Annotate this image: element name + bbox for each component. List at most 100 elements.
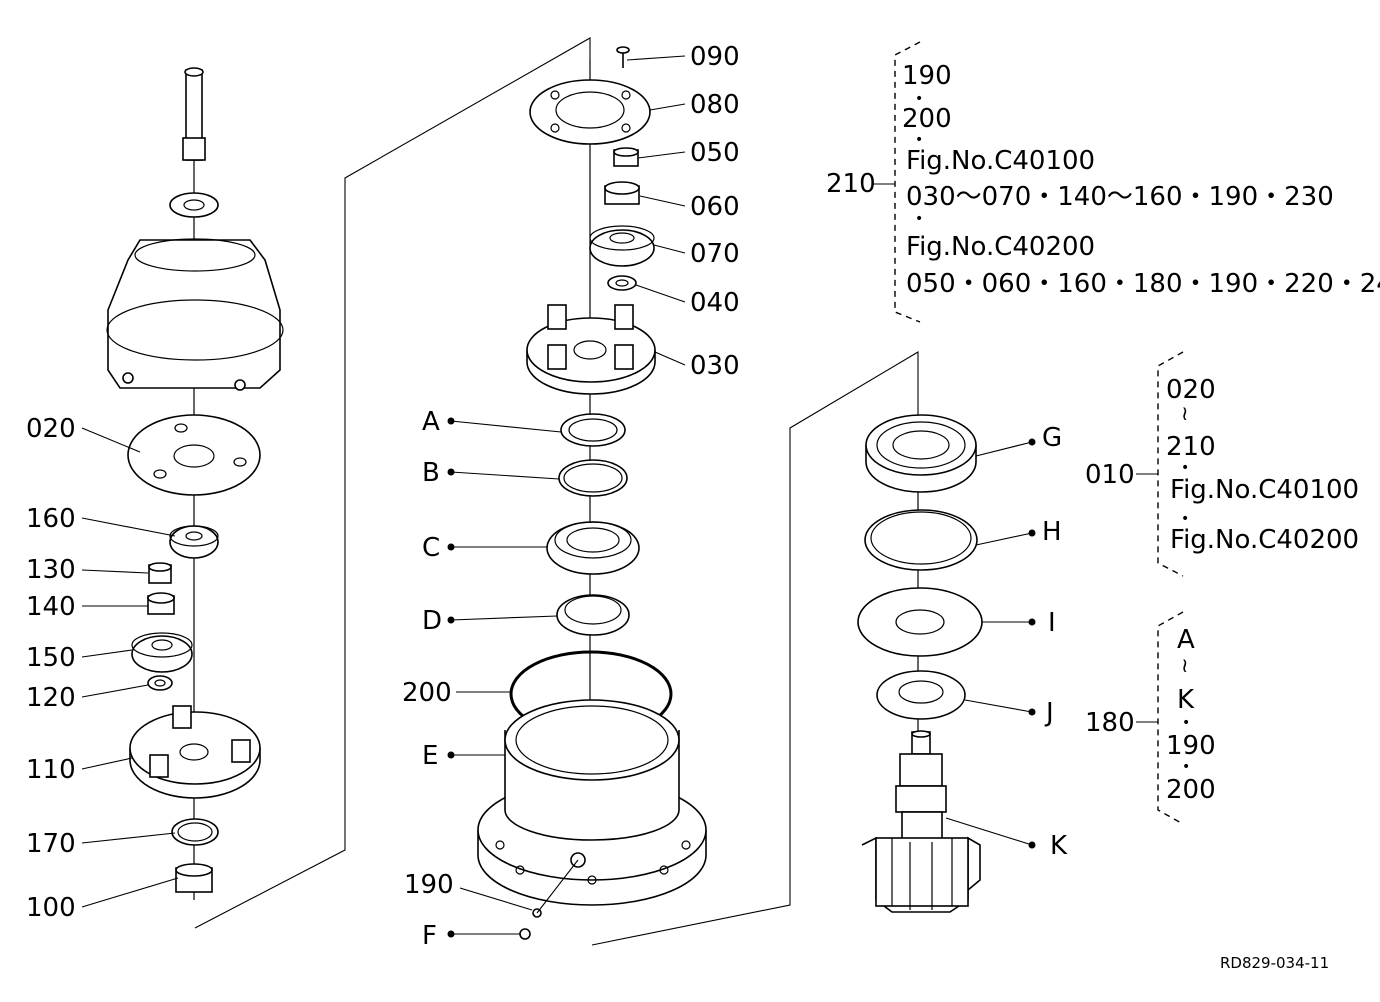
cover-hole	[550, 90, 560, 100]
left-assembly	[106, 67, 284, 900]
carrier-pin	[172, 705, 192, 729]
gear-070	[589, 229, 655, 267]
note-210-line-9: 050・060・160・180・190・220・240	[906, 269, 1380, 299]
label-g: G	[1042, 423, 1062, 453]
group-bracket-left	[194, 37, 591, 929]
gear-150-bore	[151, 639, 173, 651]
label-a: A	[422, 407, 440, 437]
label-080: 080	[690, 90, 740, 120]
note-180-line-6: •	[1182, 759, 1190, 775]
flange-hole	[587, 875, 597, 885]
note-010-line-7: Fig.No.C40200	[1170, 525, 1359, 555]
carrier-pin	[614, 304, 634, 330]
washer-j	[876, 670, 966, 720]
left-labels: 020 160 130 140 150 120 110 170 100	[26, 414, 179, 923]
note-210-line-4: •	[915, 132, 923, 148]
bearing-g-bore	[892, 430, 950, 460]
plate-hole	[174, 423, 188, 433]
note-180-label: 180	[1085, 708, 1135, 738]
right-assembly	[857, 414, 983, 913]
cover-hole	[550, 123, 560, 133]
washer-j-bore	[898, 680, 944, 704]
input-shaft-top	[184, 67, 204, 77]
carrier-pin	[231, 739, 251, 763]
label-140: 140	[26, 592, 76, 622]
motor-housing-flange	[106, 299, 284, 361]
bearing-g-race	[876, 421, 966, 469]
flange-hole	[515, 865, 525, 875]
note-180-line-1: A	[1177, 625, 1195, 655]
gear-160	[169, 525, 219, 559]
pinion-shaft-k-spline	[899, 753, 943, 787]
note-180-line-7: 200	[1166, 775, 1216, 805]
label-190: 190	[404, 870, 454, 900]
flange-hole	[659, 865, 669, 875]
label-i: I	[1048, 608, 1056, 638]
screw-090-head	[616, 46, 630, 54]
label-070: 070	[690, 239, 740, 269]
gear-150	[131, 635, 193, 673]
label-150: 150	[26, 643, 76, 673]
note-210-line-3: 200	[902, 104, 952, 134]
gear-070-top	[589, 225, 655, 251]
label-j: J	[1044, 698, 1054, 728]
ring-gear-housing-e-top	[504, 699, 680, 781]
label-030: 030	[690, 351, 740, 381]
washer-040	[607, 275, 637, 291]
plate-020	[127, 414, 261, 496]
note-180-line-4: •	[1182, 715, 1190, 731]
washer-120-bore	[154, 679, 166, 687]
gear-160-bore	[185, 531, 203, 541]
note-180-line-3: K	[1177, 685, 1195, 715]
label-120: 120	[26, 683, 76, 713]
flange-hole	[495, 840, 505, 850]
ring-b	[558, 459, 628, 497]
note-010-line-2: ≀	[1181, 401, 1189, 425]
note-010-line-6: •	[1181, 511, 1189, 527]
note-210-line-5: Fig.No.C40100	[906, 146, 1095, 176]
label-d: D	[422, 606, 442, 636]
label-h: H	[1042, 517, 1062, 547]
center-assembly	[477, 46, 707, 940]
pinion-shaft-k-end	[911, 730, 931, 738]
note-010-line-3: 210	[1166, 432, 1216, 462]
note-210-line-8: Fig.No.C40200	[906, 232, 1095, 262]
label-170: 170	[26, 829, 76, 859]
ring-b-inner	[563, 463, 623, 493]
center-labels: 090 080 050 060 070 040 030 A B C D 200 …	[402, 42, 740, 951]
right-labels: G H I J K	[945, 423, 1068, 861]
bushing-050-top	[613, 147, 639, 157]
snap-ring-170-inner	[177, 822, 213, 842]
coupling-100-top	[175, 863, 213, 877]
pinion-gear-k-teeth	[875, 837, 969, 907]
label-160: 160	[26, 504, 76, 534]
carrier-pin	[547, 344, 567, 370]
note-010: 010 020 ≀ 210 • Fig.No.C40100 • Fig.No.C…	[1085, 351, 1359, 577]
oil-seal-d	[556, 594, 630, 636]
label-090: 090	[690, 42, 740, 72]
label-b: B	[422, 458, 440, 488]
label-200: 200	[402, 678, 452, 708]
bearing-g	[865, 414, 977, 476]
bearing-c-race	[554, 521, 632, 559]
input-shaft-spline	[182, 137, 206, 161]
gear-070-bore	[609, 232, 635, 244]
gear-150-top	[131, 632, 193, 658]
shim-i-bore	[895, 609, 945, 635]
plate-hole	[153, 469, 167, 479]
ring-gear-housing-e-bore	[515, 705, 669, 775]
pinion-shaft-k-body	[901, 811, 943, 843]
label-c: C	[422, 533, 440, 563]
needle-bearing-060-top	[604, 181, 640, 195]
label-130: 130	[26, 555, 76, 585]
label-f: F	[422, 921, 437, 951]
bearing-c-bore	[566, 527, 620, 553]
motor-housing	[107, 239, 281, 389]
carrier-pin	[547, 304, 567, 330]
carrier-030-bore	[573, 340, 607, 360]
drawing-code: RD829-034-11	[1220, 954, 1329, 972]
housing-bolt-hole	[122, 372, 134, 384]
note-210-line-1: 190	[902, 61, 952, 91]
plate-020-bore	[173, 444, 215, 468]
